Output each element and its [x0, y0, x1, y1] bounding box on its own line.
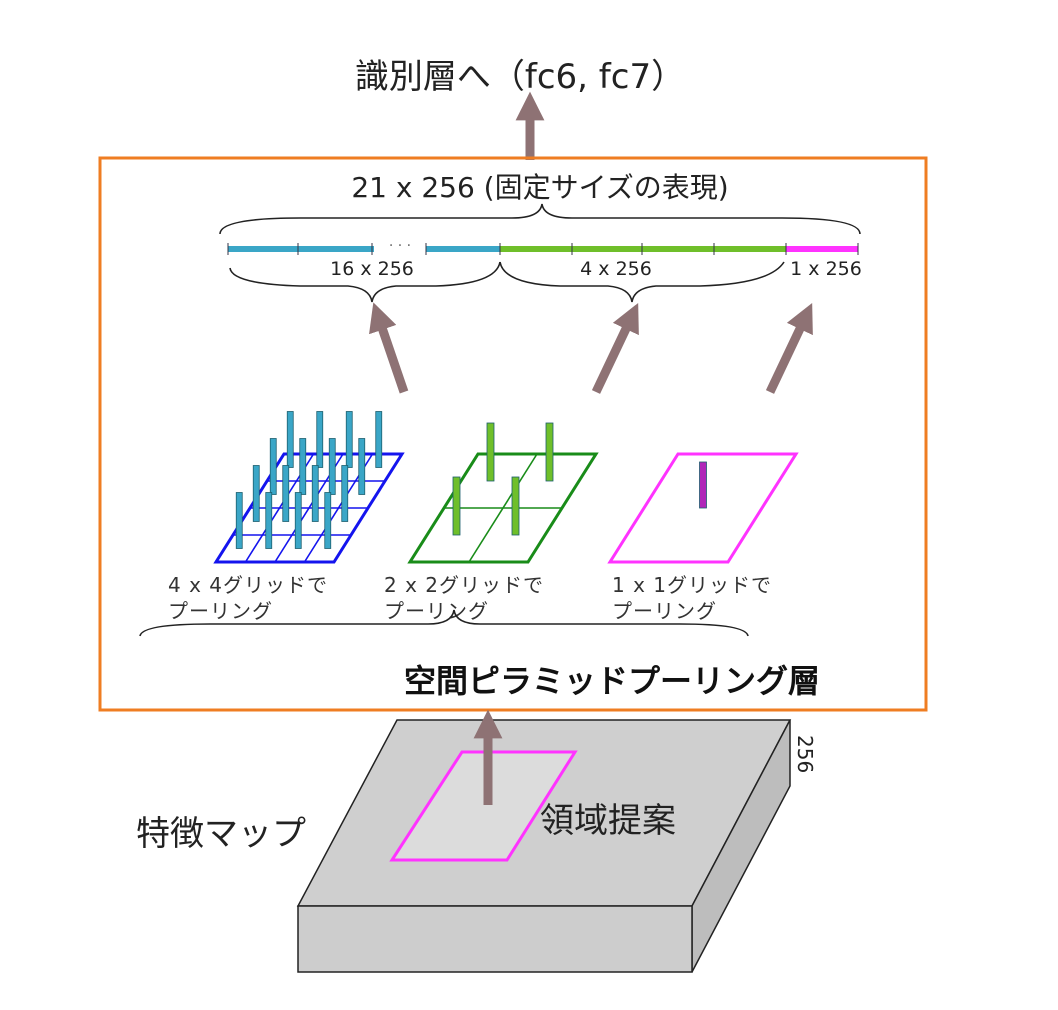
grid4-pooled-column	[299, 438, 307, 495]
grid4-pooled-column	[341, 465, 349, 522]
grid2-caption-line1: 2 x 2グリッドで	[384, 573, 544, 597]
vector-gap	[374, 244, 426, 254]
grid-4x4	[213, 411, 405, 564]
arrow-grid2	[591, 302, 639, 394]
output-label: 識別層へ（fc6, fc7）	[355, 57, 685, 97]
region-proposal-outline	[389, 750, 578, 862]
grid4-pooled-column	[358, 438, 366, 495]
grid-2x2	[407, 422, 599, 564]
grid4-caption-line1: 4 x 4グリッドで	[168, 573, 328, 597]
brace-grid4	[229, 261, 501, 303]
grid4-caption-line2: プーリング	[168, 599, 273, 623]
vector-ellipsis: . . .	[389, 234, 411, 250]
grid1-pooled-column	[699, 461, 707, 509]
grid4-pooled-column	[311, 465, 319, 522]
vector-tick-marks	[227, 243, 859, 255]
grid4-pooled-column	[252, 465, 260, 522]
grid2-pooled-column	[511, 476, 520, 536]
grid2-pooled-column	[486, 422, 495, 482]
feature-map-box	[296, 719, 792, 973]
grid4-pooled-column	[286, 411, 294, 468]
grid4-pooled-column	[294, 492, 302, 549]
grid2-pooled-column	[545, 422, 554, 482]
grid2-pooled-column	[452, 476, 461, 536]
segment-label-grid1: 1 x 256	[790, 258, 862, 280]
fixed-size-label: 21 x 256 (固定サイズの表現)	[351, 171, 728, 204]
vector-segment-grid2	[500, 246, 786, 252]
grid4-outline	[213, 452, 405, 564]
grid4-pooled-column	[269, 438, 277, 495]
region-proposal-label: 領域提案	[540, 801, 676, 841]
arrow-grid4	[369, 302, 409, 394]
grid-1x1	[607, 452, 799, 564]
grid4-pooled-column	[324, 492, 332, 549]
grid4-pooled-column	[235, 492, 243, 549]
feature-map-label: 特徴マップ	[136, 814, 306, 854]
feature-vector	[227, 243, 859, 255]
grid4-pooled-column	[316, 411, 324, 468]
grid2-caption-line2: プーリング	[384, 599, 489, 623]
grid4-pooled-column	[282, 465, 290, 522]
box-front-face	[297, 905, 693, 973]
segment-label-grid2: 4 x 256	[580, 258, 652, 280]
grid1-outline	[607, 452, 799, 564]
spp-layer-frame	[98, 156, 928, 712]
arrow-grid1	[765, 302, 813, 394]
grid4-pooled-column	[328, 438, 336, 495]
fixed-size-brace	[219, 203, 861, 235]
vector-segment-grid1	[786, 246, 858, 252]
grid4-pooled-column	[375, 411, 383, 468]
segment-label-grid4: 16 x 256	[330, 258, 414, 280]
spp-layer-title: 空間ピラミッドプーリング層	[404, 662, 820, 700]
grid4-pooled-column	[265, 492, 273, 549]
pooling-brace	[139, 609, 749, 637]
grid1-caption-line2: プーリング	[612, 599, 717, 623]
brace-grid2	[499, 261, 785, 303]
grid1-caption-line1: 1 x 1グリッドで	[612, 573, 772, 597]
vector-segment-grid4	[228, 246, 500, 252]
depth-label: 256	[793, 735, 817, 773]
grid4-pooled-column	[345, 411, 353, 468]
